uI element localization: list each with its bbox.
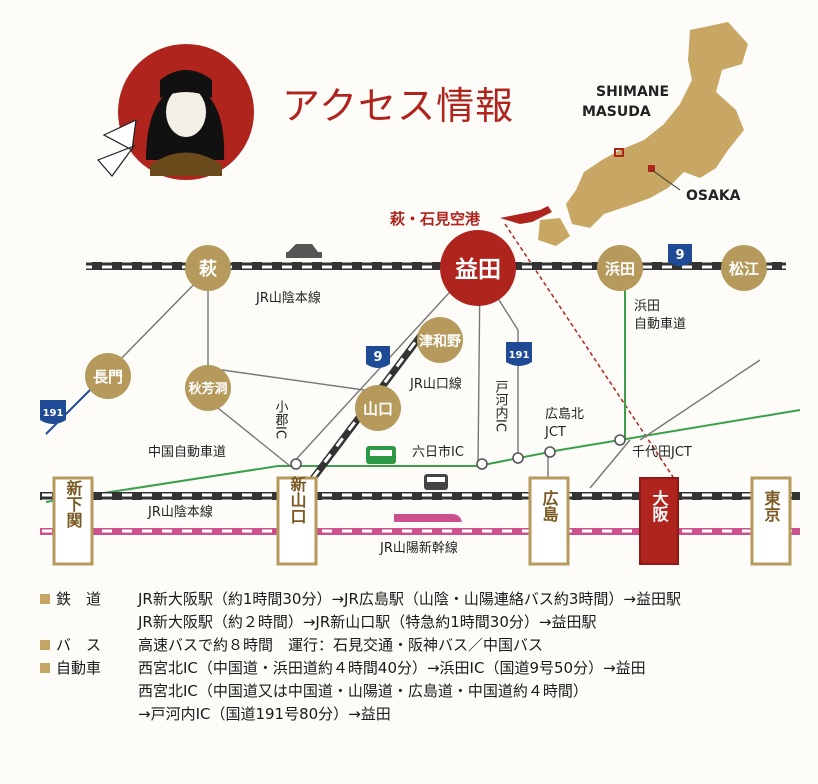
route-map: SHIMANE MASUDA OSAKA 萩・石見空港 [40, 22, 801, 566]
station-shimonoseki-box[interactable]: 新下関 [52, 476, 94, 566]
label-jr-yamaguchi: JR山口線 [409, 376, 462, 392]
station-osaka-box[interactable]: 大阪 [639, 477, 679, 565]
access-route-line: JR新大阪駅（約1時間30分）→JR広島駅（山陰・山陽連絡バス約3時間）→益田駅 [138, 590, 682, 608]
svg-text:山口: 山口 [363, 400, 393, 418]
station-matsue[interactable]: 松江 [721, 245, 767, 291]
station-akiyoshido[interactable]: 秋芳洞 [185, 365, 231, 411]
label-chiyoda-jct: 千代田JCT [632, 445, 692, 460]
svg-text:秋芳洞: 秋芳洞 [188, 381, 227, 397]
togouchi-ic-dot [512, 452, 524, 464]
label-chugoku-expressway: 中国自動車道 [148, 445, 226, 460]
station-tokyo-box[interactable]: 東京 [750, 476, 792, 566]
route-9-mid-badge: 9 [366, 346, 390, 368]
label-jr-sanin-top: JR山陰本線 [255, 290, 321, 306]
label-tokaichi-ic: 六日市IC [412, 444, 464, 460]
svg-text:広島: 広島 [540, 489, 559, 523]
label-hamada-exp-2: 自動車道 [634, 317, 686, 332]
label-hiroshima-kita-1: 広島北 [545, 407, 584, 422]
label-masuda-en: MASUDA [582, 104, 651, 120]
airplane-icon [500, 206, 552, 224]
svg-text:浜田: 浜田 [605, 260, 635, 278]
shinkansen-rail [40, 528, 800, 535]
shinkansen-icon [394, 514, 462, 522]
svg-text:長門: 長門 [93, 368, 123, 386]
access-route-line: 西宮北IC（中国道又は中国道・山陽道・広島道・中国道約４時間） [138, 682, 588, 700]
label-ogori-ic: 小郡IC [273, 400, 289, 439]
label-shinkansen: JR山陽新幹線 [379, 540, 458, 556]
jr-sanin-rail-top [86, 262, 786, 270]
svg-text:9: 9 [675, 248, 684, 263]
portrait-logo [96, 44, 254, 180]
svg-text:新山口: 新山口 [288, 475, 307, 524]
access-category: 自動車 [40, 657, 138, 726]
chiyoda-jct-dot [614, 434, 626, 446]
access-route-line: 西宮北IC（中国道・浜田道約４時間40分）→浜田IC（国道9号50分）→益田 [138, 659, 646, 677]
airport-label: 萩・石見空港 [390, 210, 481, 228]
label-jr-sanin-bottom: JR山陰本線 [147, 504, 213, 520]
route-191-mid-badge: 191 [506, 342, 532, 366]
station-tsuwano[interactable]: 津和野 [417, 317, 463, 363]
label-hiroshima-kita-2: JCT [544, 425, 566, 440]
japan-map: SHIMANE MASUDA OSAKA [538, 22, 748, 246]
svg-text:191: 191 [509, 350, 530, 361]
train-icon [424, 474, 448, 490]
svg-text:津和野: 津和野 [419, 333, 461, 350]
access-row: 自動車西宮北IC（中国道・浜田道約４時間40分）→浜田IC（国道9号50分）→益… [40, 657, 810, 726]
bullet-square-icon [40, 640, 50, 650]
station-hiroshima-box[interactable]: 広島 [528, 476, 570, 566]
svg-text:松江: 松江 [729, 260, 759, 278]
route-9-top-badge: 9 [668, 244, 692, 266]
station-shinyamaguchi-box[interactable]: 新山口 [276, 475, 318, 566]
svg-text:大阪: 大阪 [650, 489, 669, 523]
station-yamaguchi[interactable]: 山口 [355, 385, 401, 431]
label-hamada-exp-1: 浜田 [634, 299, 660, 314]
page-title: アクセス情報 [282, 84, 515, 128]
car-icon [286, 244, 322, 258]
station-hamada[interactable]: 浜田 [597, 245, 643, 291]
label-osaka-en: OSAKA [686, 188, 741, 204]
station-masuda[interactable]: 益田 [440, 230, 516, 306]
ogori-ic-dot [290, 458, 302, 470]
access-route-line: JR新大阪駅（約２時間）→JR新山口駅（特急約1時間30分）→益田駅 [138, 613, 597, 631]
access-row: バ ス高速バスで約８時間 運行：石見交通・阪神バス／中国バス [40, 634, 810, 657]
svg-text:191: 191 [43, 408, 64, 419]
svg-text:萩: 萩 [199, 258, 217, 280]
station-nagato[interactable]: 長門 [85, 353, 131, 399]
bullet-square-icon [40, 663, 50, 673]
route-191-left-badge: 191 [40, 400, 66, 424]
access-category: バ ス [40, 634, 138, 657]
label-togouchi-ic: 戸河内IC [493, 380, 509, 432]
hiroshima-kita-jct-dot [544, 446, 556, 458]
svg-text:東京: 東京 [762, 489, 781, 523]
bullet-square-icon [40, 594, 50, 604]
access-category: 鉄 道 [40, 588, 138, 634]
svg-text:新下関: 新下関 [64, 479, 83, 529]
label-shimane: SHIMANE [596, 84, 669, 100]
svg-text:9: 9 [373, 350, 382, 365]
access-route-line: 高速バスで約８時間 運行：石見交通・阪神バス／中国バス [138, 636, 544, 654]
tokaichi-ic-dot [476, 458, 488, 470]
bus-icon [366, 446, 396, 464]
station-hagi[interactable]: 萩 [185, 245, 231, 291]
jr-sanin-rail-bottom [40, 492, 800, 500]
svg-text:益田: 益田 [455, 256, 501, 283]
access-route-line: →戸河内IC（国道191号80分）→益田 [138, 705, 391, 723]
